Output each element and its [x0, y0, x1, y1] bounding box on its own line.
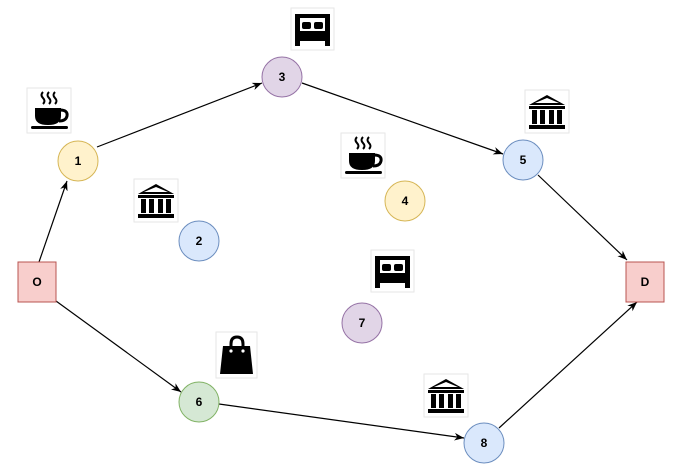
node-7[interactable]: 7 — [341, 302, 383, 344]
shopping-bag-icon — [214, 330, 259, 380]
node-label: 5 — [520, 153, 527, 167]
bank-icon — [133, 178, 179, 223]
node-label: 1 — [75, 154, 82, 168]
edge-5-d — [537, 174, 628, 261]
node-label: 2 — [196, 234, 203, 248]
node-8[interactable]: 8 — [463, 422, 505, 464]
edge-3-5 — [301, 82, 504, 155]
origin-label: O — [32, 275, 41, 289]
node-3[interactable]: 3 — [261, 56, 303, 98]
edge-o-6 — [55, 300, 182, 393]
node-1[interactable]: 1 — [57, 140, 99, 182]
coffee-icon — [339, 131, 387, 180]
edge-1-3 — [96, 82, 263, 148]
bank-icon — [423, 373, 469, 418]
edge-6-8 — [218, 403, 465, 441]
edge-o-1 — [38, 180, 68, 263]
edge-8-d — [498, 301, 638, 429]
coffee-icon — [25, 86, 73, 135]
bed-icon — [370, 249, 415, 293]
node-label: 6 — [196, 395, 203, 409]
node-4[interactable]: 4 — [384, 180, 426, 222]
bank-icon — [524, 89, 570, 134]
node-6[interactable]: 6 — [178, 381, 220, 423]
node-label: 3 — [279, 70, 286, 84]
node-5[interactable]: 5 — [502, 139, 544, 181]
bed-icon — [290, 7, 335, 51]
destination-label: D — [641, 275, 650, 289]
destination-node[interactable]: D — [625, 261, 665, 303]
node-label: 4 — [402, 194, 409, 208]
node-label: 7 — [359, 316, 366, 330]
origin-node[interactable]: O — [17, 261, 57, 303]
node-label: 8 — [481, 436, 488, 450]
node-2[interactable]: 2 — [178, 220, 220, 262]
